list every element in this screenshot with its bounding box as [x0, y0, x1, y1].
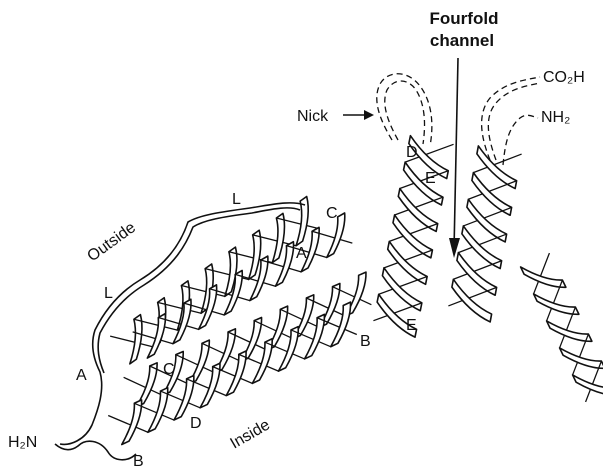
label-helix-b-mid: B	[360, 333, 371, 350]
helix-a-upper	[110, 197, 320, 364]
label-inside: Inside	[228, 416, 274, 452]
nick-loop-dashed-inner	[385, 81, 425, 144]
label-h2n-left: H₂N	[8, 434, 37, 451]
label-helix-e-bottom: E	[406, 317, 417, 334]
label-helix-d-top: D	[406, 144, 418, 161]
label-helix-d-left: D	[190, 415, 202, 432]
label-helix-a-mid: A	[296, 245, 307, 262]
label-nick: Nick	[297, 108, 329, 125]
channel-axis-arrow	[454, 58, 458, 250]
n-terminus-dashed	[503, 115, 538, 165]
helix-right-edge	[521, 253, 603, 402]
label-helix-c-left: C	[163, 361, 175, 378]
label-outside: Outside	[84, 219, 139, 265]
label-helix-c-top: C	[326, 205, 338, 222]
c-terminus-dashed-inner	[488, 83, 540, 160]
nick-arrowhead	[364, 110, 374, 120]
helix-e-right	[448, 146, 521, 322]
helix-e-left	[373, 136, 453, 337]
label-nh2-right: NH₂	[541, 109, 570, 126]
label-loop-upper: L	[232, 191, 241, 208]
label-helix-b-bottom: B	[133, 453, 144, 466]
c-terminus-dashed-outer	[482, 77, 540, 160]
label-co2h: CO₂H	[543, 69, 585, 86]
helix-d-lower	[108, 302, 357, 444]
title-channel: channel	[430, 31, 494, 50]
label-loop-lower: L	[104, 285, 113, 302]
helix-coils	[108, 136, 603, 445]
title-fourfold: Fourfold	[430, 9, 499, 28]
label-helix-e-top: E	[425, 170, 436, 187]
label-helix-a-left: A	[76, 367, 87, 384]
